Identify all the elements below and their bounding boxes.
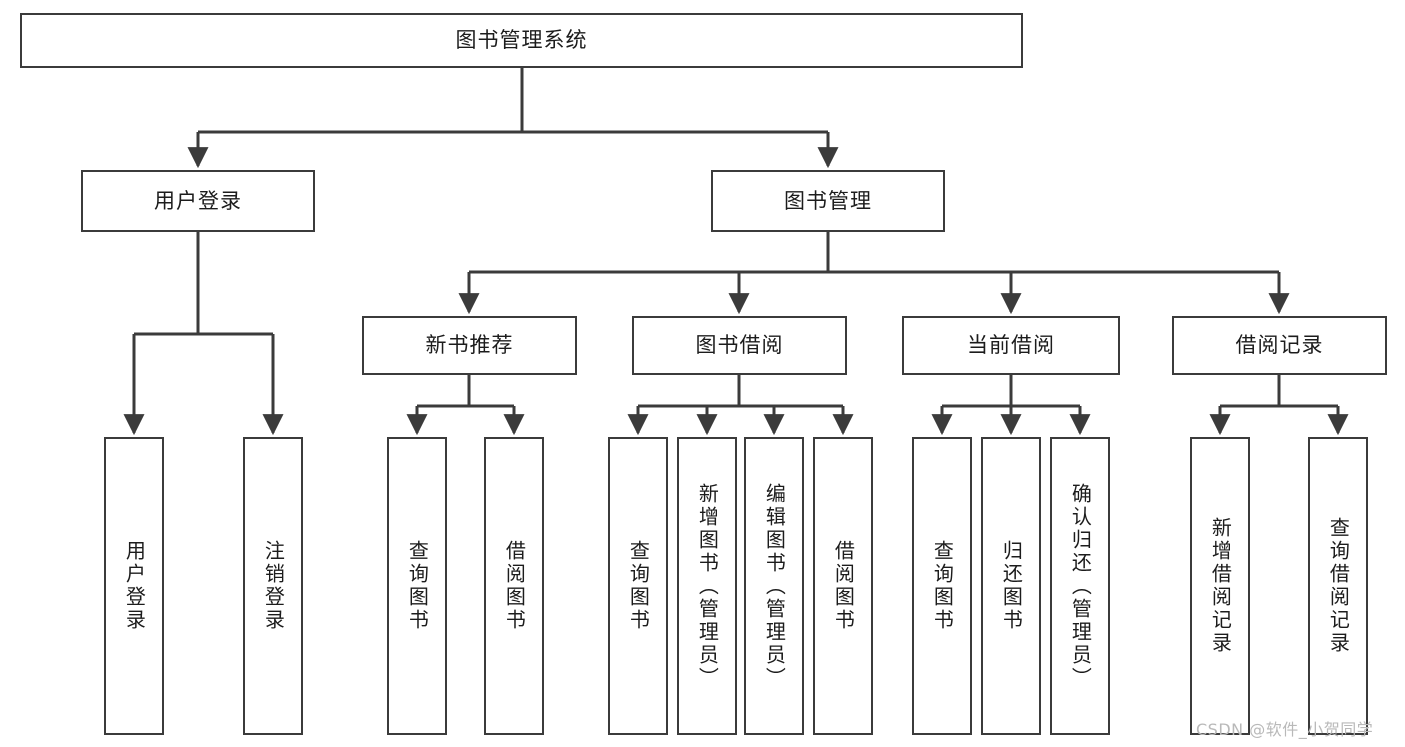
node-leaf-query-record-label: 查询借阅记录 (1326, 517, 1351, 655)
node-leaf-add-book-label: 新增图书（管理员） (695, 482, 720, 690)
node-leaf-borrow-book-2-label: 借阅图书 (831, 540, 856, 632)
node-leaf-query-book-1[interactable]: 查询图书 (387, 437, 447, 735)
node-book-manage-label: 图书管理 (784, 188, 872, 213)
node-leaf-user-logout[interactable]: 注销登录 (243, 437, 303, 735)
node-user-login-label: 用户登录 (154, 188, 242, 213)
node-leaf-query-book-2[interactable]: 查询图书 (608, 437, 668, 735)
node-leaf-borrow-book-1-label: 借阅图书 (502, 540, 527, 632)
node-leaf-borrow-book-2[interactable]: 借阅图书 (813, 437, 873, 735)
node-leaf-add-book[interactable]: 新增图书（管理员） (677, 437, 737, 735)
node-leaf-query-book-3[interactable]: 查询图书 (912, 437, 972, 735)
node-leaf-edit-book-label: 编辑图书（管理员） (762, 482, 787, 690)
node-leaf-user-login[interactable]: 用户登录 (104, 437, 164, 735)
node-borrow-record[interactable]: 借阅记录 (1172, 316, 1387, 375)
node-book-manage[interactable]: 图书管理 (711, 170, 945, 232)
node-root[interactable]: 图书管理系统 (20, 13, 1023, 68)
node-user-login[interactable]: 用户登录 (81, 170, 315, 232)
node-leaf-add-record-label: 新增借阅记录 (1208, 517, 1233, 655)
node-leaf-confirm-return[interactable]: 确认归还（管理员） (1050, 437, 1110, 735)
node-current-borrow-label: 当前借阅 (967, 333, 1055, 358)
node-leaf-user-login-label: 用户登录 (122, 540, 147, 632)
watermark-text: CSDN @软件_小贺同学 (1196, 720, 1374, 739)
node-leaf-return-book-label: 归还图书 (999, 540, 1024, 632)
node-leaf-borrow-book-1[interactable]: 借阅图书 (484, 437, 544, 735)
node-leaf-user-logout-label: 注销登录 (261, 540, 286, 632)
node-leaf-edit-book[interactable]: 编辑图书（管理员） (744, 437, 804, 735)
node-leaf-query-record[interactable]: 查询借阅记录 (1308, 437, 1368, 735)
node-current-borrow[interactable]: 当前借阅 (902, 316, 1120, 375)
node-leaf-return-book[interactable]: 归还图书 (981, 437, 1041, 735)
node-borrow-record-label: 借阅记录 (1235, 333, 1324, 358)
node-new-book-recommend-label: 新书推荐 (425, 333, 514, 358)
node-leaf-query-book-1-label: 查询图书 (405, 540, 430, 632)
node-leaf-confirm-return-label: 确认归还（管理员） (1068, 482, 1093, 690)
node-leaf-query-book-3-label: 查询图书 (930, 540, 955, 632)
node-book-borrow-label: 图书借阅 (695, 333, 784, 358)
node-leaf-add-record[interactable]: 新增借阅记录 (1190, 437, 1250, 735)
node-book-borrow[interactable]: 图书借阅 (632, 316, 847, 375)
node-leaf-query-book-2-label: 查询图书 (626, 540, 651, 632)
node-root-label: 图书管理系统 (455, 28, 588, 53)
node-new-book-recommend[interactable]: 新书推荐 (362, 316, 577, 375)
